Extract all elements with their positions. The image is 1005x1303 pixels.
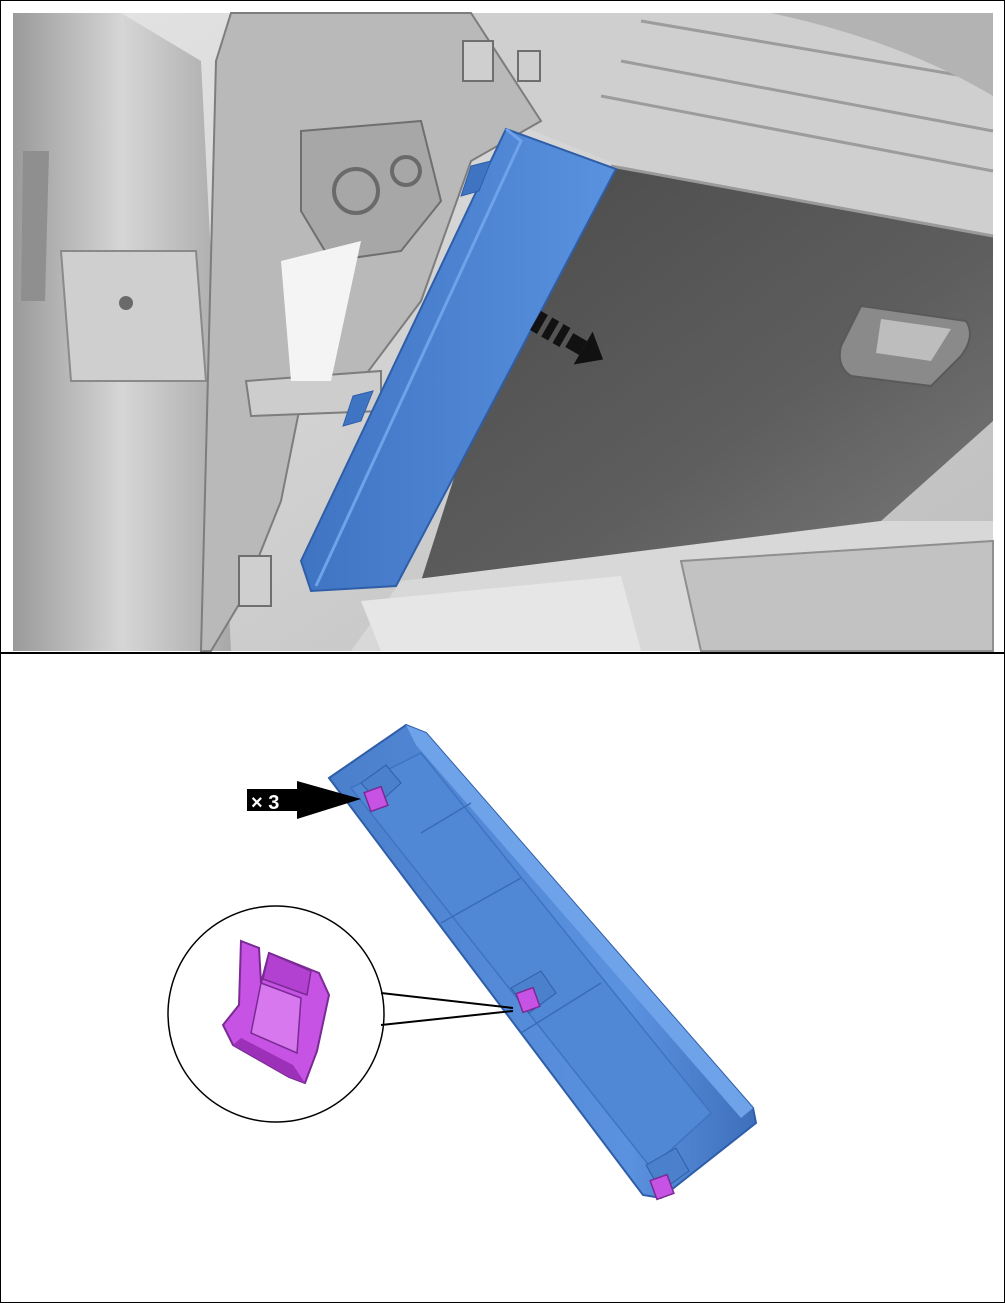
footwell-light <box>361 576 641 651</box>
panel-divider <box>1 652 1004 654</box>
glovebox-handle-grip <box>876 319 951 361</box>
step-illustration-bottom: × 3 <box>1 653 1004 1302</box>
trim-panel-edge-highlight <box>406 725 753 1118</box>
pillar-edge <box>21 151 49 301</box>
callout-arrow-icon <box>247 781 361 819</box>
trim-panel-ribs <box>420 802 602 1034</box>
callout-label: × 3 <box>251 792 279 814</box>
blue-panel-tab-1 <box>460 160 492 197</box>
enlarged-clip-icon <box>221 939 331 1085</box>
trim-panel-inner <box>349 752 713 1170</box>
bracket-gap-light <box>281 241 361 381</box>
pillar-screw-icon <box>119 296 133 310</box>
step-illustration-top <box>1 1 1004 652</box>
direction-arrow-icon <box>530 311 604 365</box>
clip-detail-magnifier <box>167 905 514 1123</box>
footwell-panel <box>679 539 994 652</box>
clip-bottom-icon <box>649 1173 675 1201</box>
pillar-panel <box>59 250 208 382</box>
blue-panel-highlight <box>314 127 523 587</box>
dash-upper-curve <box>771 13 993 96</box>
latch-ring-icon <box>332 167 380 215</box>
clip-top-icon <box>363 785 389 813</box>
blue-side-trim-panel <box>299 127 618 593</box>
dash-upper-surface <box>431 13 993 241</box>
magnifier-leader-lines <box>380 992 514 1026</box>
upper-clip-mount <box>462 40 494 82</box>
clip-middle-icon <box>515 986 541 1014</box>
lower-clip-mount <box>238 555 272 607</box>
trim-clip-detail: × 3 <box>167 723 758 1201</box>
quantity-callout: × 3 <box>247 781 361 819</box>
glovebox-door <box>421 166 993 581</box>
dashboard-scene <box>13 12 994 652</box>
latch-ring-small-icon <box>390 155 422 187</box>
blue-panel-tab-2 <box>342 390 374 427</box>
upper-clip-mount-2 <box>517 50 541 82</box>
dash-upper-lines <box>600 19 994 173</box>
glovebox-door-top-edge <box>610 164 994 238</box>
